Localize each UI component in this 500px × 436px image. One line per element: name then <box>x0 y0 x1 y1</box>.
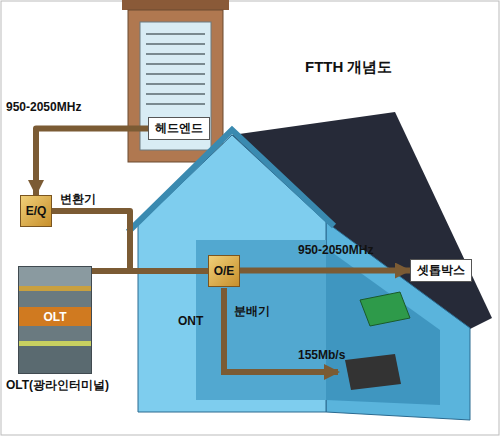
signal-line <box>240 268 410 274</box>
converter-label: 변환기 <box>60 191 96 208</box>
node-text: O/E <box>214 264 235 278</box>
rack-rows <box>146 34 205 104</box>
label-box: 셋톱박스 <box>410 259 472 282</box>
node-text: E/Q <box>26 204 47 218</box>
node-text: 셋톱박스 <box>417 262 465 279</box>
node-text: OLT <box>19 310 91 324</box>
house-interior <box>196 240 326 400</box>
diagram-title: FTTH 개념도 <box>305 58 393 77</box>
label-box: 헤드엔드 <box>148 117 210 140</box>
node-caption: OLT(광라인터미널) <box>6 377 109 394</box>
frequency-label: 950-2050MHz <box>298 243 373 257</box>
building-window <box>140 22 211 150</box>
frequency-label: 950-2050MHz <box>6 100 81 114</box>
ont-label: ONT <box>178 314 203 328</box>
gable-edge <box>128 130 334 232</box>
signal-line <box>92 268 208 274</box>
rate-label: 155Mb/s <box>298 348 345 362</box>
converter-box: E/Q <box>20 195 52 227</box>
node-text: 헤드엔드 <box>155 120 203 137</box>
oe-box: O/E <box>208 255 240 287</box>
headend-building <box>128 10 223 162</box>
settop-device <box>360 292 410 326</box>
olt-device: OLTOLT(광라인터미널) <box>18 266 92 374</box>
signal-line <box>52 211 208 271</box>
signal-line <box>36 129 148 196</box>
splitter-label: 분배기 <box>234 303 270 320</box>
pc-device <box>345 354 401 390</box>
building-cap <box>122 0 229 10</box>
